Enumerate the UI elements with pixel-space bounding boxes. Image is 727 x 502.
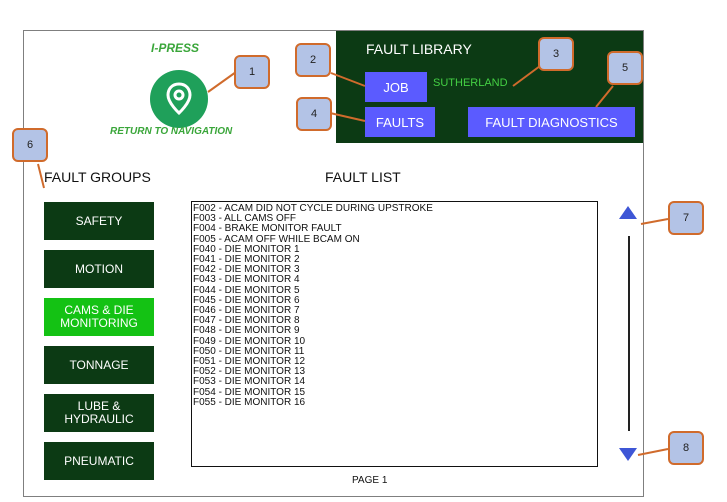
callout-badge: 5 xyxy=(607,51,643,85)
job-button[interactable]: JOB xyxy=(365,72,427,102)
fault-list-item[interactable]: F053 - DIE MONITOR 14 xyxy=(193,376,306,388)
group-button-cams-die-monitoring[interactable]: CAMS & DIE MONITORING xyxy=(44,298,154,336)
fault-list-item[interactable]: F041 - DIE MONITOR 2 xyxy=(193,254,300,266)
fault-list-item[interactable]: F040 - DIE MONITOR 1 xyxy=(193,243,300,255)
fault-list-item[interactable]: F005 - ACAM OFF WHILE BCAM ON xyxy=(193,233,360,245)
callout-badge: 2 xyxy=(295,43,331,77)
callout-badge: 1 xyxy=(234,55,270,89)
callout-badge: 4 xyxy=(296,97,332,131)
return-navigation-button[interactable] xyxy=(150,70,208,128)
fault-list-item[interactable]: F043 - DIE MONITOR 4 xyxy=(193,274,300,286)
group-button-pneumatic[interactable]: PNEUMATIC xyxy=(44,442,154,480)
group-button-lube-hydraulic[interactable]: LUBE & HYDRAULIC xyxy=(44,394,154,432)
job-name: SUTHERLAND xyxy=(433,77,508,89)
scrollbar-track[interactable] xyxy=(628,236,630,431)
fault-list-item[interactable]: F046 - DIE MONITOR 7 xyxy=(193,305,300,317)
fault-list-item[interactable]: F045 - DIE MONITOR 6 xyxy=(193,294,300,306)
callout-badge: 6 xyxy=(12,128,48,162)
fault-list-item[interactable]: F054 - DIE MONITOR 15 xyxy=(193,386,306,398)
triangle-up-icon[interactable] xyxy=(619,206,637,219)
fault-list-item[interactable]: F048 - DIE MONITOR 9 xyxy=(193,325,300,337)
fault-list-item[interactable]: F050 - DIE MONITOR 11 xyxy=(193,345,305,357)
page-indicator: PAGE 1 xyxy=(352,475,388,486)
fault-list-box: F002 - ACAM DID NOT CYCLE DURING UPSTROK… xyxy=(191,201,598,467)
fault-list-item[interactable]: F003 - ALL CAMS OFF xyxy=(193,213,296,225)
fault-groups-heading: FAULT GROUPS xyxy=(44,169,151,185)
fault-list-item[interactable]: F051 - DIE MONITOR 12 xyxy=(193,356,306,368)
fault-diagnostics-button[interactable]: FAULT DIAGNOSTICS xyxy=(468,107,635,137)
group-button-motion[interactable]: MOTION xyxy=(44,250,154,288)
fault-list-item[interactable]: F004 - BRAKE MONITOR FAULT xyxy=(193,223,342,235)
fault-list-item[interactable]: F055 - DIE MONITOR 16 xyxy=(193,396,306,408)
callout-badge: 3 xyxy=(538,37,574,71)
callout-badge: 7 xyxy=(668,201,704,235)
triangle-down-icon[interactable] xyxy=(619,448,637,461)
fault-list-item[interactable]: F002 - ACAM DID NOT CYCLE DURING UPSTROK… xyxy=(193,203,433,214)
fault-list-item[interactable]: F052 - DIE MONITOR 13 xyxy=(193,366,306,378)
app-title: I-PRESS xyxy=(151,41,200,55)
location-pin-icon xyxy=(166,82,192,116)
callout-badge: 8 xyxy=(668,431,704,465)
fault-list-heading: FAULT LIST xyxy=(325,169,401,185)
group-button-tonnage[interactable]: TONNAGE xyxy=(44,346,154,384)
fault-list-item[interactable]: F049 - DIE MONITOR 10 xyxy=(193,335,306,347)
faults-button[interactable]: FAULTS xyxy=(365,107,435,137)
fault-list-item[interactable]: F047 - DIE MONITOR 8 xyxy=(193,315,300,327)
fault-list-item[interactable]: F044 - DIE MONITOR 5 xyxy=(193,284,300,296)
return-navigation-label[interactable]: RETURN TO NAVIGATION xyxy=(110,126,233,137)
fault-library-title: FAULT LIBRARY xyxy=(366,41,472,57)
fault-list-item[interactable]: F042 - DIE MONITOR 3 xyxy=(193,264,300,276)
group-button-safety[interactable]: SAFETY xyxy=(44,202,154,240)
